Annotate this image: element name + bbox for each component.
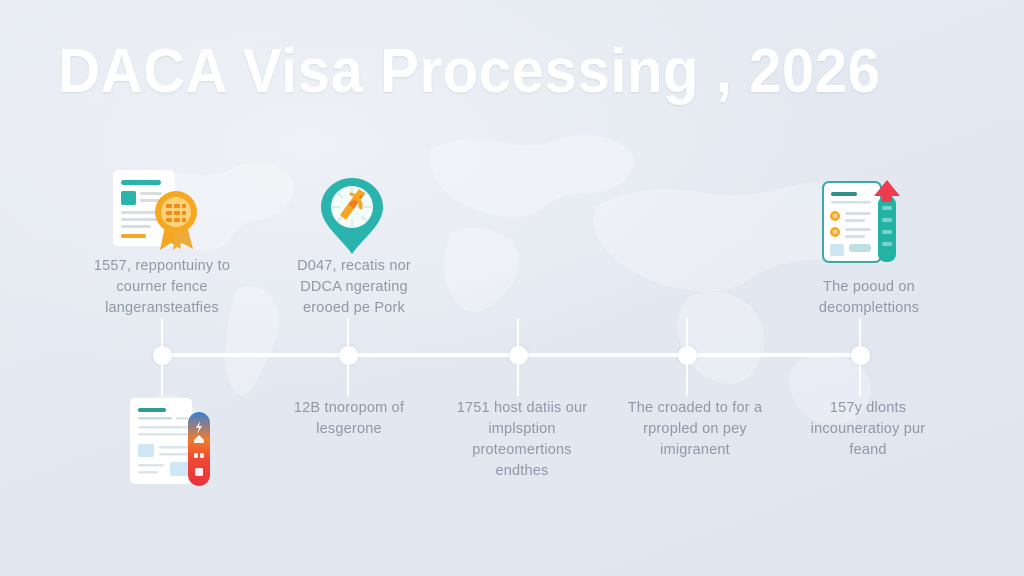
timeline-node-1[interactable] — [153, 346, 172, 365]
caption-bottom-2: 1751 host datiis our implsption proteome… — [456, 400, 588, 479]
timeline-stem-down-1 — [161, 360, 163, 396]
timeline-stem-up-1 — [161, 318, 163, 354]
map-pin-compass-icon — [318, 176, 386, 261]
page-title: DACA Visa Processing , 2026 — [58, 37, 881, 106]
caption-bottom-4: 157y dlonts incouneratioy pur feand — [810, 400, 926, 458]
caption-top-2: D047, recatis nor DDCA ngerating erooed … — [297, 258, 411, 316]
caption-top-3: The pooud on decomplettions — [818, 279, 920, 316]
timeline-stem-down-4 — [686, 360, 688, 396]
caption-bottom-3: The croaded to for a rpropled on pey imi… — [627, 400, 763, 458]
timeline-stem-down-5 — [859, 360, 861, 396]
timeline-stem-down-2 — [347, 360, 349, 396]
timeline-stem-up-2 — [347, 318, 349, 354]
timeline-node-5[interactable] — [851, 346, 870, 365]
checklist-bookmark-icon — [818, 176, 908, 275]
caption-bottom-1: 12B tnoropom of lesgerone — [293, 400, 405, 437]
timeline-node-4[interactable] — [678, 346, 697, 365]
document-gradient-bar-icon — [126, 392, 220, 495]
timeline-stem-up-5 — [859, 318, 861, 354]
timeline-stem-down-3 — [517, 360, 519, 396]
timeline-stem-up-3 — [517, 318, 519, 354]
caption-top-1: 1557, reppontuiny to courner fence lange… — [93, 258, 231, 316]
timeline-stem-up-4 — [686, 318, 688, 354]
timeline-node-3[interactable] — [509, 346, 528, 365]
timeline-node-2[interactable] — [339, 346, 358, 365]
certificate-award-icon — [104, 166, 216, 263]
